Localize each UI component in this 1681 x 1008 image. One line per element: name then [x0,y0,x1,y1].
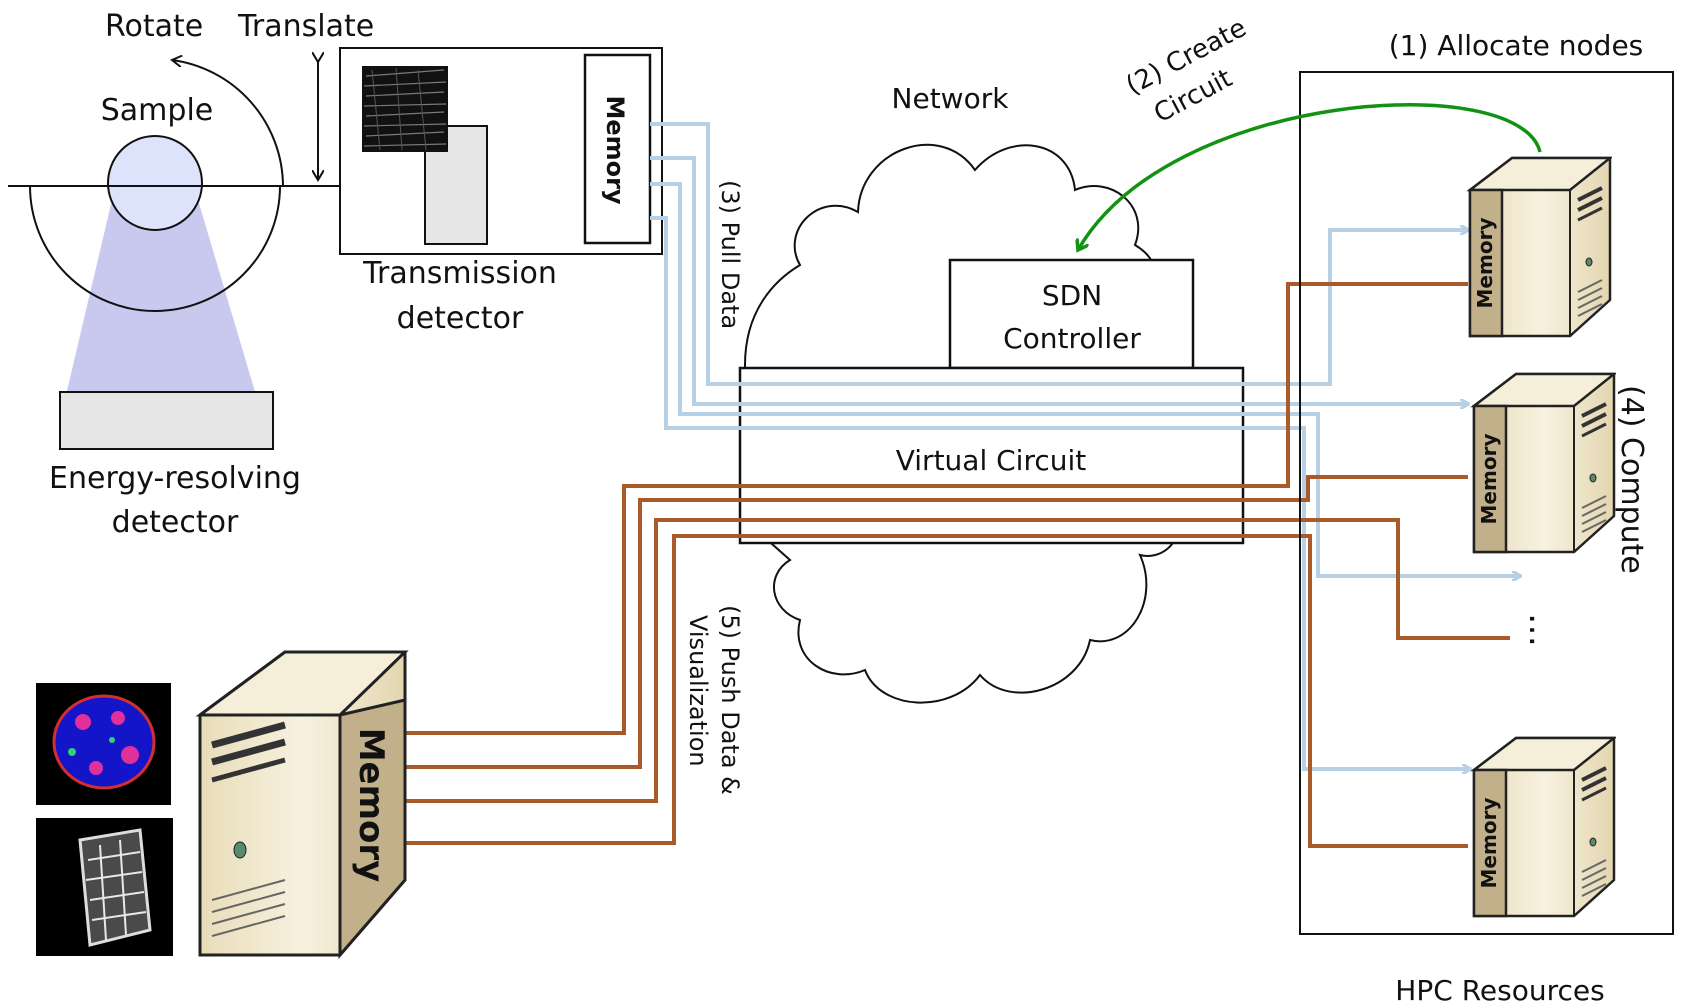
pull-line-4 [650,216,1470,769]
rotation-ring-lower [29,185,281,312]
create-circuit-arrow [1078,103,1542,250]
push-line-3 [400,518,1510,801]
transmission-detector-label-line1: Transmission [362,256,557,291]
pull-data-lines [650,122,1520,769]
allocate-nodes-label: (1) Allocate nodes [1389,29,1644,62]
compute-server-1 [1468,156,1612,338]
push-data-label-line1: (5) Push Data & [716,605,744,795]
energy-detector-label-line2: detector [112,505,239,540]
pull-line-2 [650,156,1468,404]
transmission-detector-label-line2: detector [397,301,524,336]
hpc-resources-label: HPC Resources [1395,974,1604,1007]
compute-label: (4) Compute [1614,385,1649,574]
push-data-lines [400,282,1510,846]
push-line-4 [400,534,1468,846]
pull-data-label: (3) Pull Data [716,180,744,329]
sdn-label-line1: SDN [1042,279,1102,312]
rotate-label: Rotate [105,9,203,44]
rotate-arrow [172,60,284,187]
sample-circle [107,135,203,231]
xray-beam [66,200,256,395]
translate-label: Translate [237,9,374,44]
sdn-label-line2: Controller [1003,322,1141,355]
pull-line-3 [650,182,1520,576]
more-nodes-ellipsis: … [1521,613,1561,647]
push-line-2 [400,475,1468,767]
grayscale-reconstruction-thumbnail [36,818,173,956]
hpc-resources-box [1299,71,1674,935]
push-data-label-line2: Visualization [684,615,712,767]
color-reconstruction-thumbnail [36,683,171,805]
sample-label: Sample [101,93,214,128]
push-line-1 [400,282,1468,733]
visualization-memory-label: Memory [351,728,391,883]
compute-server-3 [1472,736,1616,918]
visualization-server [195,650,409,960]
network-label: Network [892,82,1010,115]
compute-server-2 [1472,372,1616,554]
detector-memory-panel [583,53,652,245]
virtual-circuit-label: Virtual Circuit [896,444,1087,477]
virtual-circuit-box [738,366,1245,545]
detector-memory-label: Memory [601,95,629,204]
sdn-controller-box [948,258,1195,370]
pull-line-1 [650,122,1468,386]
projection-image [362,66,448,152]
energy-detector-label-line1: Energy-resolving [49,461,301,496]
energy-resolving-detector [59,391,274,450]
